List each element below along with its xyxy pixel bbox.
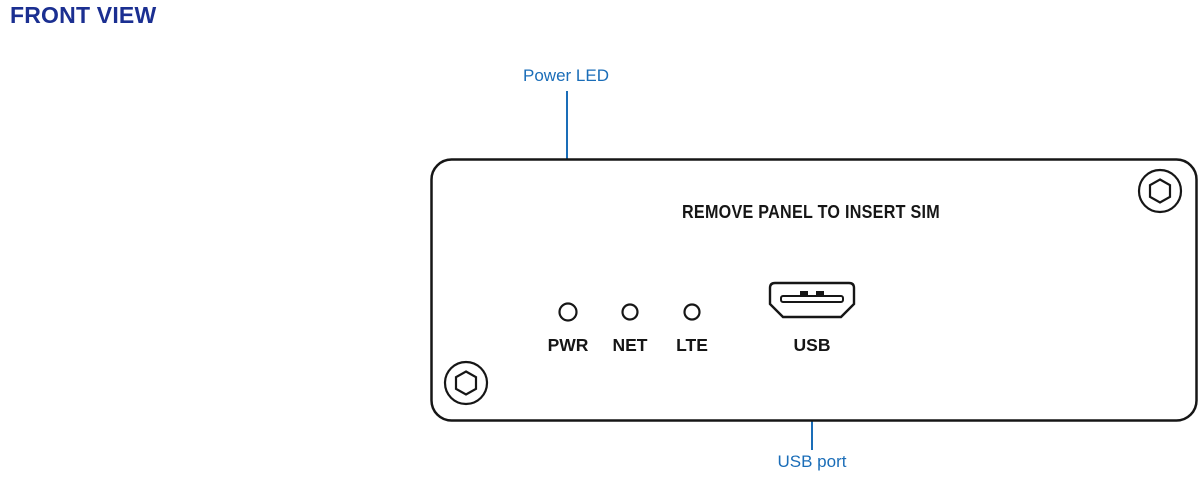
sim-instruction-text: REMOVE PANEL TO INSERT SIM bbox=[682, 202, 940, 222]
pwr-led-label: PWR bbox=[548, 335, 589, 355]
usb-connector-icon bbox=[768, 281, 856, 319]
screw-bottom-left-icon bbox=[443, 360, 489, 406]
page-title: FRONT VIEW bbox=[10, 2, 157, 28]
usb-port-callout-label: USB port bbox=[777, 452, 847, 471]
lte-led-indicator bbox=[683, 303, 701, 321]
lte-led-label: LTE bbox=[676, 335, 708, 355]
usb-port-label: USB bbox=[794, 335, 831, 355]
net-led-indicator bbox=[621, 303, 639, 321]
net-led-label: NET bbox=[613, 335, 648, 355]
screw-top-right-icon bbox=[1137, 168, 1183, 214]
power-led-callout-label: Power LED bbox=[523, 66, 609, 85]
device-front-panel: REMOVE PANEL TO INSERT SIM PWR NET LTE U… bbox=[430, 158, 1198, 422]
pwr-led-indicator bbox=[558, 302, 578, 322]
